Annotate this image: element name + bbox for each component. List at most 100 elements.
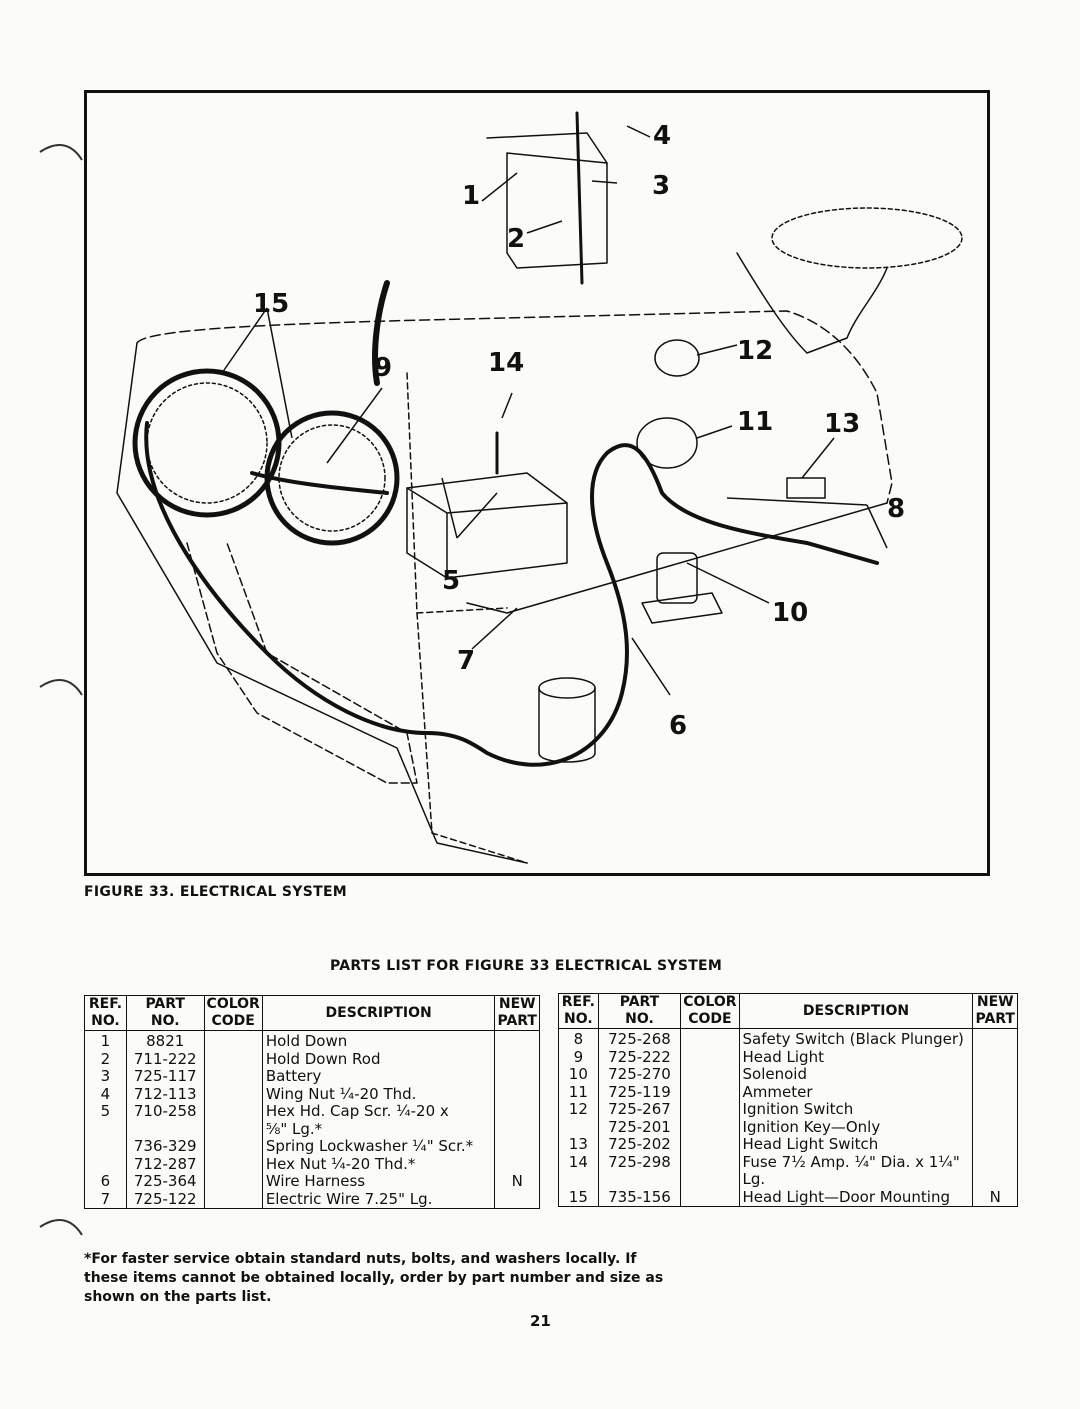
cell-ref: 13 (558, 1135, 599, 1154)
page-number: 21 (530, 1312, 551, 1330)
cell-new: N (972, 1188, 1018, 1207)
cell-new: N (494, 1172, 540, 1191)
cell-part: 725-222 (597, 1048, 682, 1066)
cell-color (680, 1048, 740, 1066)
cell-color (203, 1138, 263, 1156)
cell-color (203, 1155, 263, 1173)
callout-1: 1 (462, 181, 481, 211)
binder-hole-mark (39, 679, 83, 696)
cell-ref: 4 (84, 1085, 127, 1103)
cell-part: 710-258 (125, 1102, 205, 1121)
callout-8: 8 (887, 494, 906, 524)
cell-part: 725-202 (597, 1135, 682, 1154)
cell-new (972, 1171, 1018, 1189)
cell-part: 735-156 (597, 1188, 682, 1207)
cell-part: 725-122 (125, 1190, 205, 1209)
cell-part: 725-268 (597, 1028, 682, 1049)
cell-new (972, 1048, 1018, 1066)
cell-part: 712-113 (125, 1085, 205, 1103)
cell-ref: 7 (84, 1190, 127, 1209)
callout-4: 4 (653, 121, 672, 151)
cell-part: 725-298 (597, 1153, 682, 1171)
cell-color (203, 1173, 263, 1191)
callout-9: 9 (374, 353, 393, 383)
headlight-right (264, 410, 400, 546)
cell-new (494, 1103, 540, 1121)
cell-new (972, 1101, 1018, 1119)
cell-color (680, 1066, 740, 1084)
cell-part: 711-222 (125, 1050, 205, 1068)
wire-harness (144, 421, 879, 767)
cell-ref (558, 1171, 599, 1189)
upper-battery (506, 152, 608, 269)
callout-10: 10 (772, 598, 809, 628)
cell-part (597, 1171, 682, 1189)
cell-part: 725-267 (597, 1100, 682, 1119)
callout-3: 3 (652, 171, 671, 201)
cell-desc: Wing Nut ¼-20 Thd. (261, 1085, 496, 1103)
table-row: Lg. (558, 1170, 1018, 1189)
cell-color (203, 1103, 263, 1121)
solenoid-body (656, 552, 698, 604)
cell-part: 725-270 (597, 1065, 682, 1084)
cell-color (203, 1190, 263, 1209)
binder-hole-mark (39, 1219, 83, 1236)
cell-new (494, 1050, 540, 1068)
cell-color (680, 1153, 740, 1171)
door-panel (186, 542, 418, 784)
cell-color (680, 1118, 740, 1136)
cell-ref (84, 1138, 127, 1156)
cell-color (680, 1028, 740, 1049)
cell-new (972, 1118, 1018, 1136)
cell-ref: 11 (558, 1083, 599, 1101)
cell-desc: Head Light (738, 1048, 974, 1066)
cell-desc: Spring Lockwasher ¼" Scr.* (261, 1137, 496, 1156)
cell-desc: Hex Nut ¼-20 Thd.* (261, 1155, 496, 1173)
cell-ref: 5 (84, 1102, 127, 1121)
cell-part (125, 1120, 205, 1138)
cell-new (494, 1068, 540, 1086)
cell-ref: 2 (84, 1050, 127, 1068)
hood-outline (136, 310, 893, 504)
cell-ref: 1 (84, 1030, 127, 1051)
cell-desc: Ignition Key—Only (738, 1118, 974, 1136)
cell-desc: Electric Wire 7.25" Lg. (261, 1190, 496, 1209)
cell-desc: Ammeter (738, 1083, 974, 1101)
cell-new (494, 1190, 540, 1209)
cell-desc: Ignition Switch (738, 1100, 974, 1119)
cell-new (494, 1030, 540, 1051)
cell-ref (84, 1155, 127, 1173)
callout-5: 5 (442, 566, 461, 596)
cell-part: 725-364 (125, 1172, 205, 1191)
cell-ref: 12 (558, 1100, 599, 1119)
headlight-switch (786, 477, 826, 499)
cell-desc: Head Light Switch (738, 1135, 974, 1154)
cell-color (203, 1050, 263, 1068)
cell-color (680, 1136, 740, 1154)
cell-color (680, 1188, 740, 1207)
cell-new (972, 1066, 1018, 1084)
cell-ref: 8 (558, 1028, 599, 1049)
cell-color (203, 1068, 263, 1086)
cell-color (203, 1120, 263, 1138)
